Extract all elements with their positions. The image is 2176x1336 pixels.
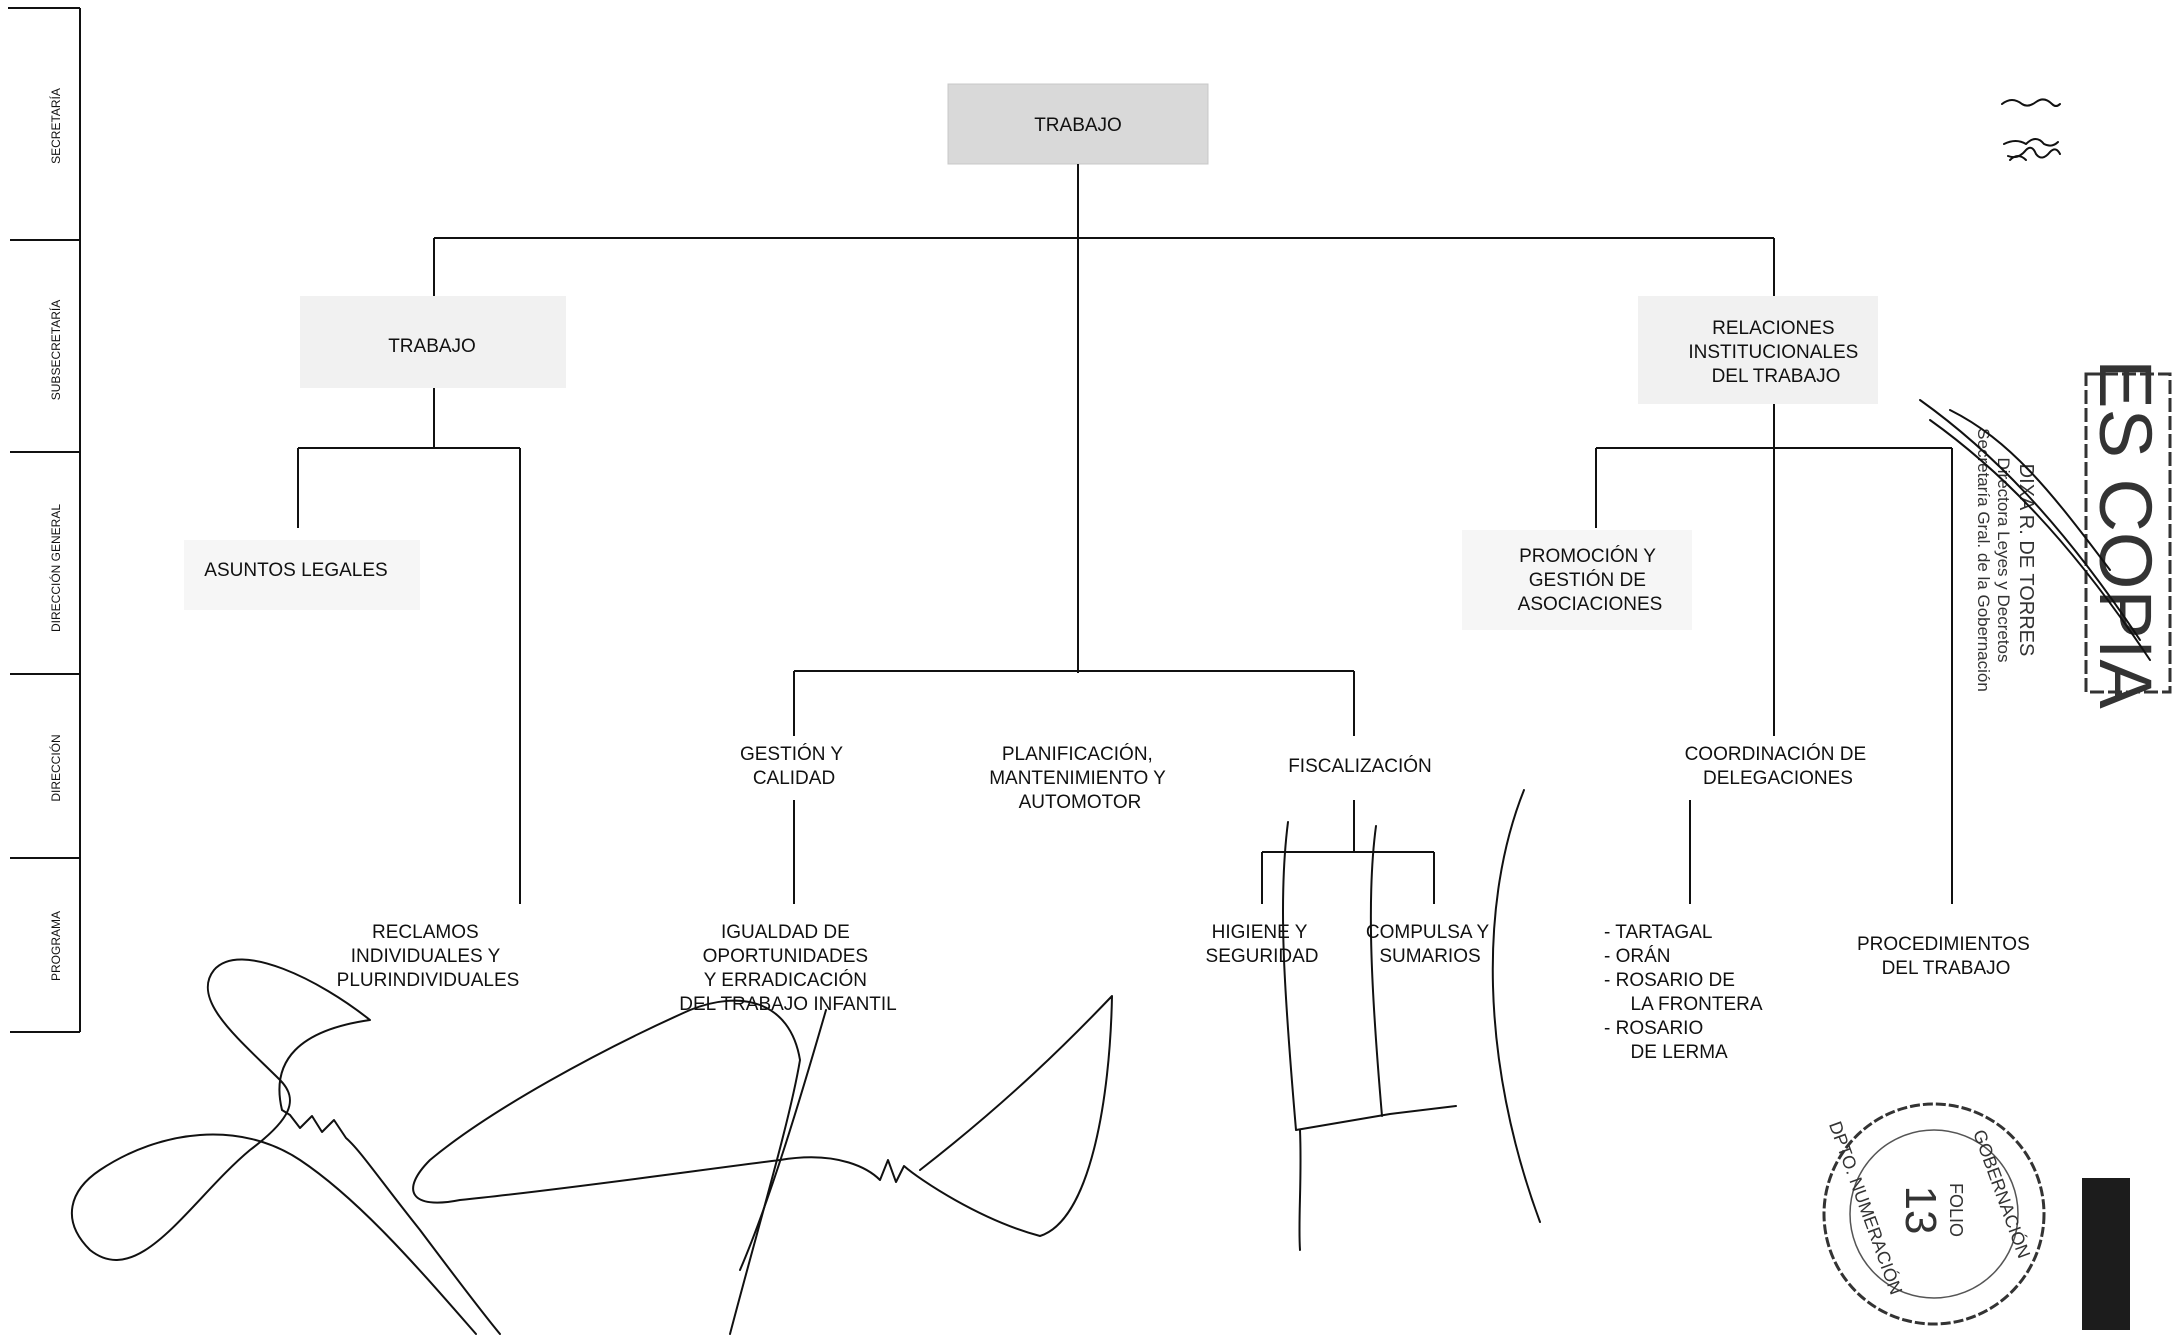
seal-folio-label: FOLIO <box>1946 1183 1966 1237</box>
subsecretaria-trabajo-bg <box>300 296 566 388</box>
promocion-label: PROMOCIÓN Y GESTIÓN DE ASOCIACIONES <box>1518 545 1663 615</box>
reclamos-label: RECLAMOS INDIVIDUALES Y PLURINDIVIDUALES <box>337 922 520 991</box>
folio-seal: GOBERNACIÓN DPTO. NUMERACIÓN FOLIO 13 <box>1822 1102 2046 1326</box>
level-direccion: DIRECCIÓN <box>48 734 63 801</box>
box-backgrounds <box>184 83 1878 630</box>
seal-numeracion: DPTO. NUMERACIÓN <box>1825 1118 1907 1297</box>
subsecretaria-relaciones-bg <box>1638 296 1878 404</box>
level-secretaria: SECRETARÍA <box>48 88 63 164</box>
seal-folio-number: 13 <box>1896 1186 1945 1235</box>
fiscalizacion-label: FISCALIZACIÓN <box>1288 755 1432 777</box>
compulsa-label: COMPULSA Y SUMARIOS <box>1366 922 1494 967</box>
subsecretaria-relaciones-label: RELACIONES INSTITUCIONALES DEL TRABAJO <box>1688 318 1863 387</box>
planificacion-label: PLANIFICACIÓN, MANTENIMIENTO Y AUTOMOTOR <box>989 743 1171 813</box>
seal-gobernacion: GOBERNACIÓN <box>1969 1127 2035 1261</box>
asuntos-legales-label: ASUNTOS LEGALES <box>204 560 387 581</box>
level-direccion-general: DIRECCIÓN GENERAL <box>48 504 63 632</box>
level-column: SECRETARÍA SUBSECRETARÍA DIRECCIÓN GENER… <box>8 7 81 1033</box>
promocion-bg <box>1462 530 1692 630</box>
subsecretaria-trabajo-label: TRABAJO <box>388 336 476 357</box>
gestion-calidad-label: GESTIÓN Y CALIDAD <box>740 743 848 789</box>
higiene-label: HIGIENE Y SEGURIDAD <box>1206 922 1319 967</box>
certifier-office: Secretaría Gral. de la Gobernación <box>1974 428 1993 692</box>
level-programa: PROGRAMA <box>49 911 63 981</box>
certifier-stamp: DIXA R. DE TORRES Directora Leyes y Decr… <box>1974 428 2037 692</box>
black-tab <box>2082 1178 2130 1330</box>
es-copia-text: ES COPIA <box>2084 359 2167 709</box>
asuntos-legales-bg <box>184 540 420 610</box>
certifier-role: Directora Leyes y Decretos <box>1994 457 2013 662</box>
certifier-name: DIXA R. DE TORRES <box>2015 464 2037 657</box>
delegaciones-list: - TARTAGAL - ORÁN - ROSARIO DE LA FRONTE… <box>1604 922 1763 1063</box>
coordinacion-label: COORDINACIÓN DE DELEGACIONES <box>1685 743 1872 789</box>
handwritten-notes <box>2001 98 2061 161</box>
signature <box>71 789 1541 1335</box>
igualdad-label: IGUALDAD DE OPORTUNIDADES Y ERRADICACIÓN… <box>679 922 897 1015</box>
connectors <box>297 164 1953 904</box>
secretaria-trabajo-label: TRABAJO <box>1034 115 1122 136</box>
stamp-strike <box>1919 399 2151 661</box>
procedimientos-label: PROCEDIMIENTOS DEL TRABAJO <box>1857 934 2035 979</box>
level-subsecretaria: SUBSECRETARÍA <box>48 300 63 400</box>
es-copia-stamp: ES COPIA <box>2084 359 2172 709</box>
secretaria-box-bg <box>948 84 1208 164</box>
